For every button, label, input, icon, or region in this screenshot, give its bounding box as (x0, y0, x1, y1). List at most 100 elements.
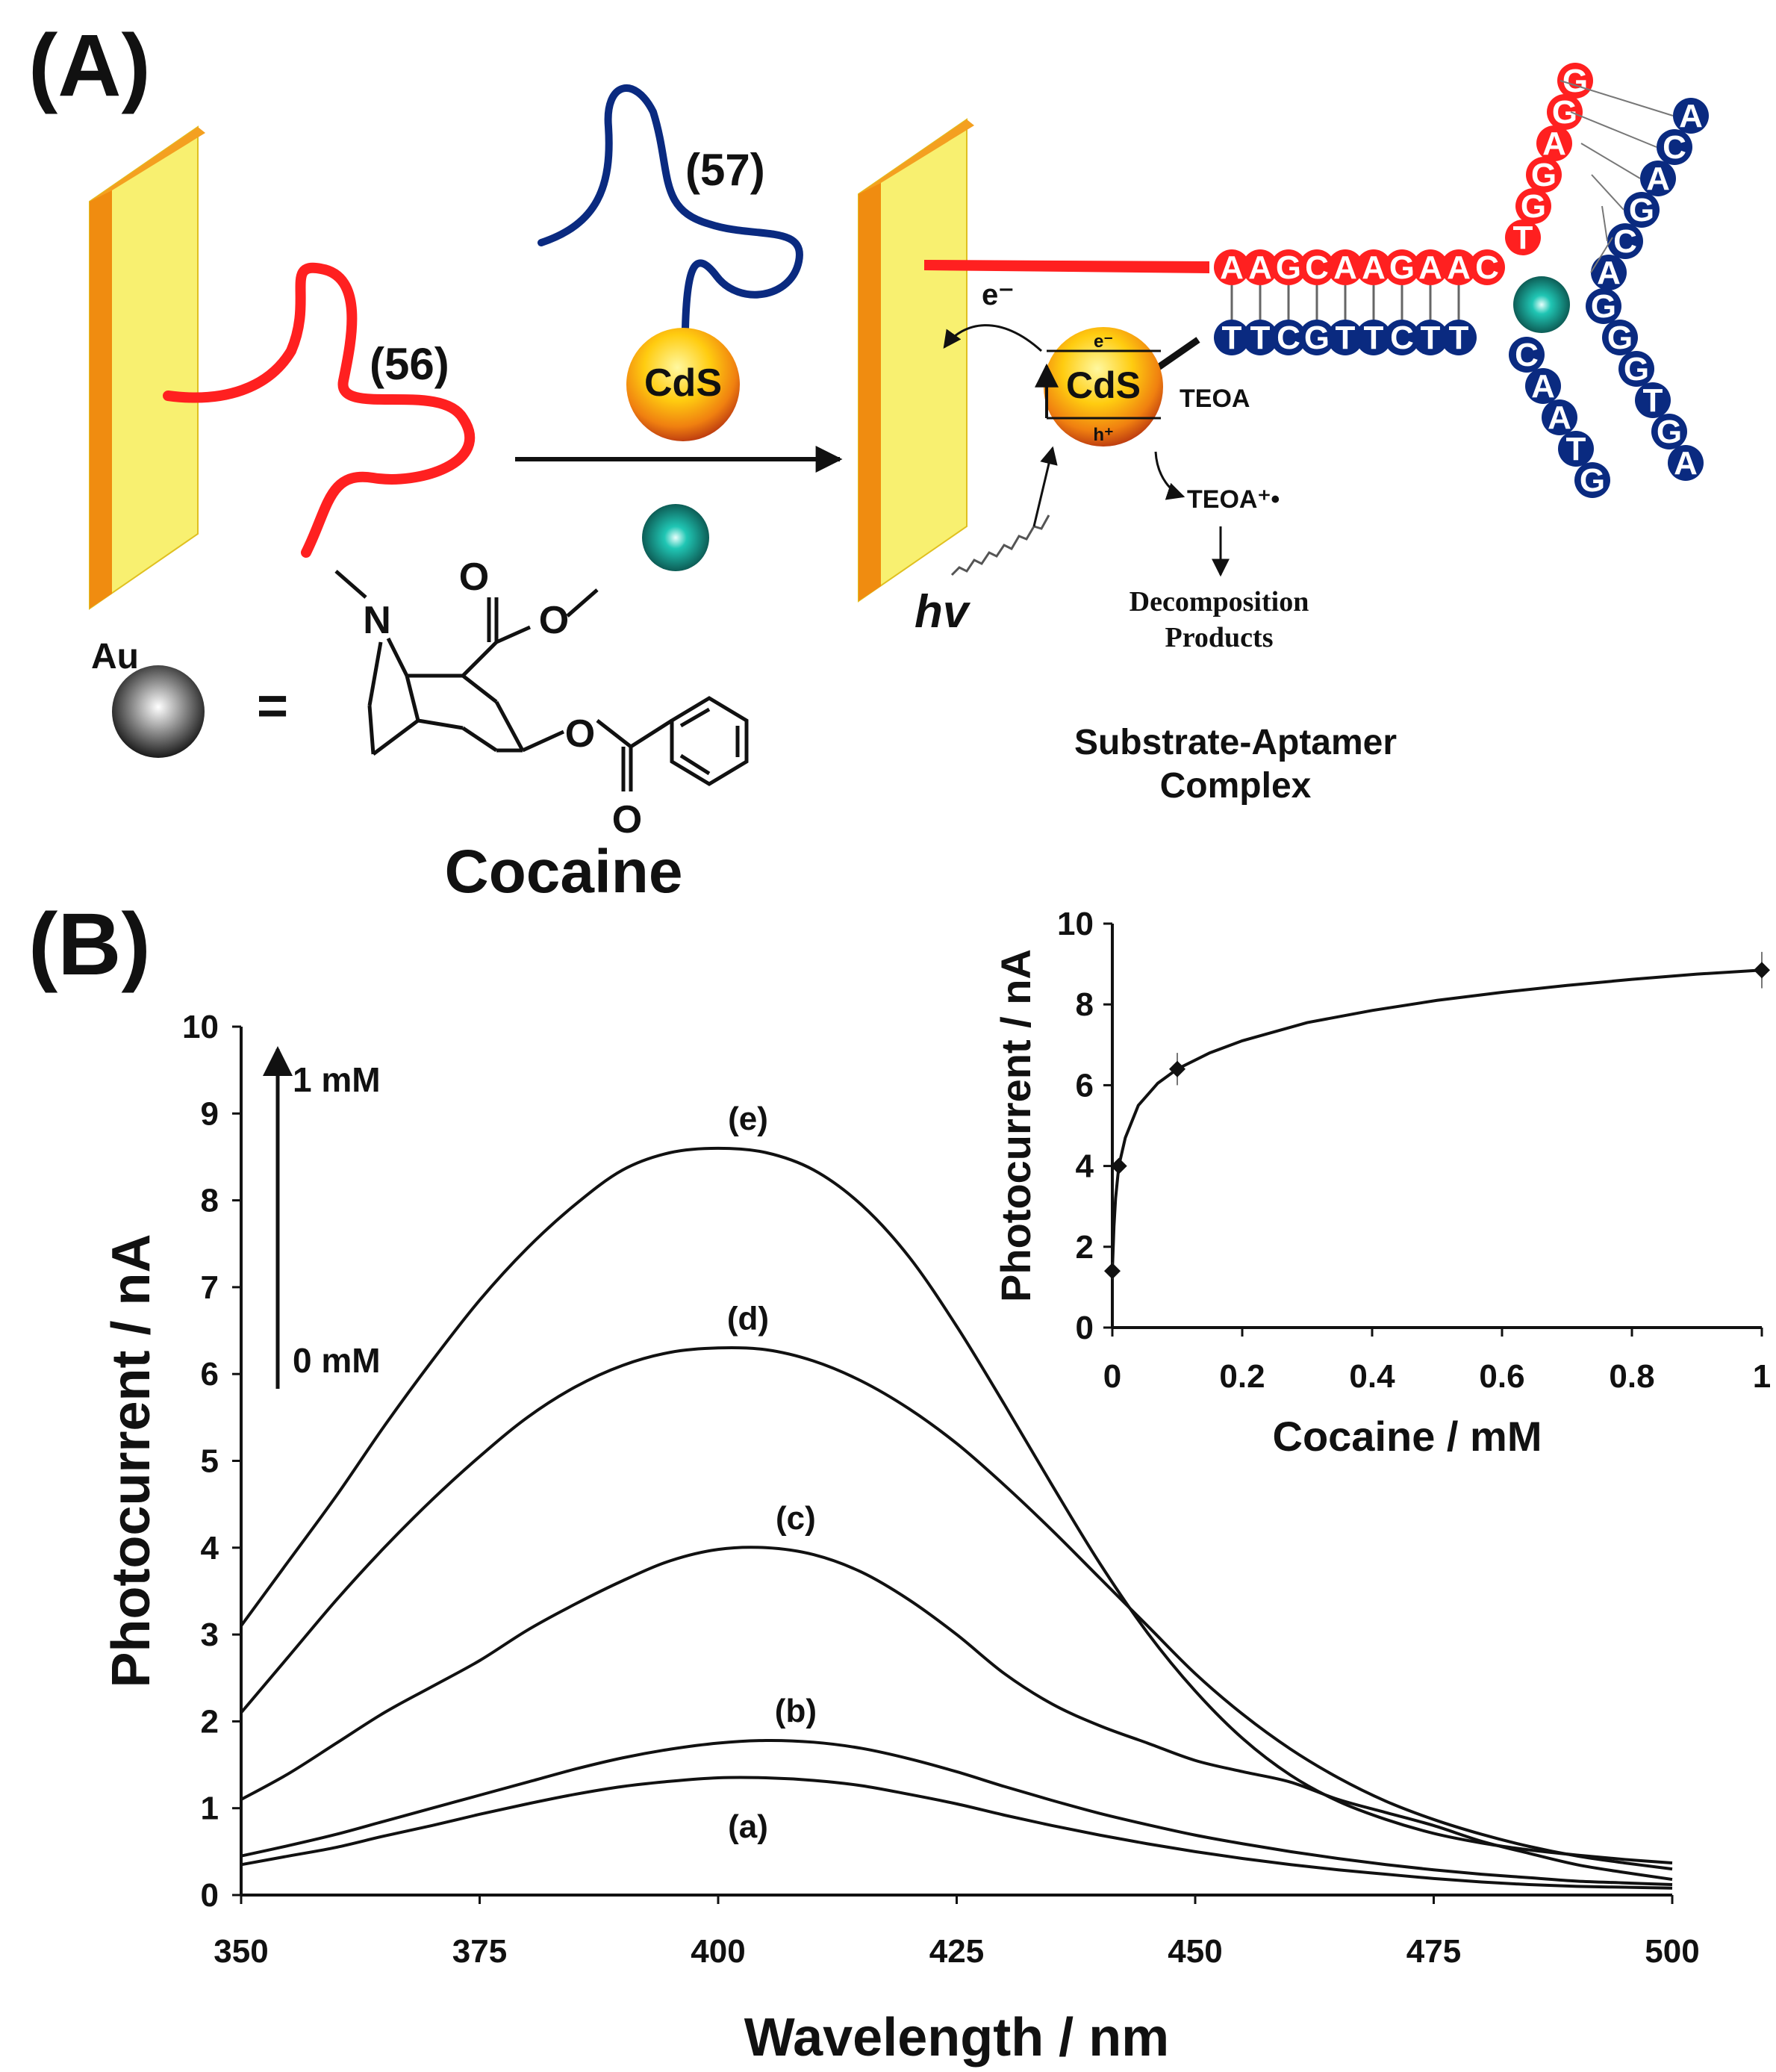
blue-lower-nt: C (1509, 337, 1545, 373)
blue-nt-letter: T (1449, 320, 1469, 356)
red-nt-letter: A (1220, 249, 1244, 286)
electron-transfer-arrow (943, 324, 1043, 352)
blue-arm-nt: G (1586, 288, 1621, 325)
blue-lower-nt-bead (1525, 368, 1561, 404)
red-arm-nt-letter: G (1531, 157, 1557, 193)
main-series-labels: (a)(b)(c)(d)(e) (727, 1101, 817, 1845)
inset-x-tick-label: 0 (1103, 1358, 1121, 1395)
cds-particle-free (626, 328, 740, 441)
red-arm-nt-letter: G (1521, 188, 1546, 225)
red-nt: G (1271, 249, 1306, 286)
blue-nt-bead (1441, 320, 1477, 355)
arrow-top-label: 1 mM (293, 1060, 381, 1099)
red-nt-letter: A (1248, 249, 1272, 286)
red-arm-nt-bead (1557, 63, 1593, 99)
red-arm-nt: T (1505, 220, 1541, 256)
strand-57-label: (57) (685, 145, 765, 195)
blue-nt: T (1327, 320, 1363, 356)
blue-lower-nt-letter: T (1566, 431, 1586, 467)
inset-points (1104, 951, 1770, 1280)
series-label-2: (c) (776, 1500, 816, 1537)
red-nt: A (1327, 249, 1363, 286)
red-nt: A (1441, 249, 1477, 286)
red-arm-nt: G (1547, 94, 1583, 131)
cocaine-atom-o2: O (539, 599, 569, 642)
blue-arm-nt-letter: A (1597, 255, 1621, 291)
arm-rung (1580, 143, 1641, 179)
arm-rung (1560, 80, 1674, 116)
blue-arm-nt-letter: C (1613, 223, 1637, 260)
blue-arm-nt-letter: A (1646, 161, 1670, 197)
blue-lower-nt-letter: G (1580, 462, 1605, 499)
inset-point (1754, 962, 1770, 979)
main-y-tick-label: 0 (201, 1877, 219, 1914)
main-y-tick-label: 6 (201, 1356, 219, 1393)
red-nt-bead (1242, 249, 1278, 285)
blue-nt: T (1412, 320, 1448, 356)
blue-arm-nt: A (1640, 161, 1676, 197)
cds-label-free: CdS (644, 361, 722, 405)
blue-nt-bead (1356, 320, 1392, 355)
blue-nt-letter: C (1390, 320, 1414, 356)
blue-nt-letter: T (1336, 320, 1356, 356)
blue-nt: T (1214, 320, 1250, 356)
red-arm-nt-bead (1536, 125, 1572, 161)
inset-point (1169, 1060, 1185, 1077)
au-label: Au (91, 637, 139, 676)
blue-nt-letter: C (1277, 320, 1300, 356)
hv-label: hv (915, 586, 971, 638)
right-electrode (858, 118, 974, 603)
red-nt: A (1356, 249, 1392, 286)
red-nt-letter: G (1389, 249, 1415, 286)
complex-label-line1: Substrate-Aptamer (1074, 723, 1397, 762)
blue-lower-nt: A (1525, 368, 1561, 405)
main-x-tick-label: 475 (1406, 1933, 1461, 1970)
arm-rung (1590, 237, 1613, 273)
red-nt-bead (1299, 249, 1335, 285)
main-x-tick-label: 350 (214, 1933, 268, 1970)
decomposition-line2: Products (1165, 622, 1274, 653)
main-y-tick-label: 5 (201, 1443, 219, 1480)
blue-lower-nt-bead (1558, 431, 1594, 467)
inset-y-tick-label: 2 (1076, 1229, 1094, 1266)
red-nt: A (1242, 249, 1278, 286)
strand-56 (163, 262, 475, 558)
inset-x-tick-label: 0.6 (1479, 1358, 1524, 1395)
inset-y-tick-label: 6 (1076, 1067, 1094, 1104)
series-label-3: (d) (727, 1300, 769, 1337)
red-tether (924, 260, 1209, 273)
blue-arm-nt-letter: G (1657, 414, 1682, 450)
red-nt: G (1384, 249, 1420, 286)
blue-lower-nt-bead (1509, 337, 1545, 373)
teoa-label: TEOA (1180, 385, 1250, 413)
blue-nt-letter: G (1304, 320, 1330, 356)
arrow-bottom-label: 0 mM (293, 1341, 381, 1380)
blue-nt-letter: T (1364, 320, 1384, 356)
red-nt: C (1469, 249, 1505, 286)
oxidation-arrow (1154, 451, 1185, 500)
blue-arm-nt: C (1657, 129, 1692, 166)
blue-nt-bead (1271, 320, 1306, 355)
inset-y-tick-label: 10 (1057, 906, 1094, 942)
red-nt-bead (1412, 249, 1448, 285)
main-y-tick-label: 3 (201, 1617, 219, 1653)
panel-b-label: (B) (28, 895, 151, 994)
blue-arm-nt-letter: G (1624, 351, 1649, 388)
red-arm-nt: A (1536, 125, 1572, 162)
blue-arm-nt-bead (1624, 192, 1660, 228)
inset-point (1110, 1157, 1127, 1175)
red-nt-letter: C (1305, 249, 1329, 286)
blue-arm-nt-letter: G (1591, 288, 1616, 325)
blue-nt-letter: T (1250, 320, 1271, 356)
red-arm-nt: G (1557, 63, 1593, 99)
red-nt-letter: A (1333, 249, 1357, 286)
red-arm-nt: G (1515, 188, 1551, 225)
main-x-tick-label: 400 (691, 1933, 745, 1970)
main-y-axis-title: Photocurrent / nA (102, 1234, 161, 1688)
cocaine-atom-o3: O (565, 712, 595, 756)
blue-nt: G (1299, 320, 1335, 356)
cds-particle-bound (1044, 327, 1163, 447)
